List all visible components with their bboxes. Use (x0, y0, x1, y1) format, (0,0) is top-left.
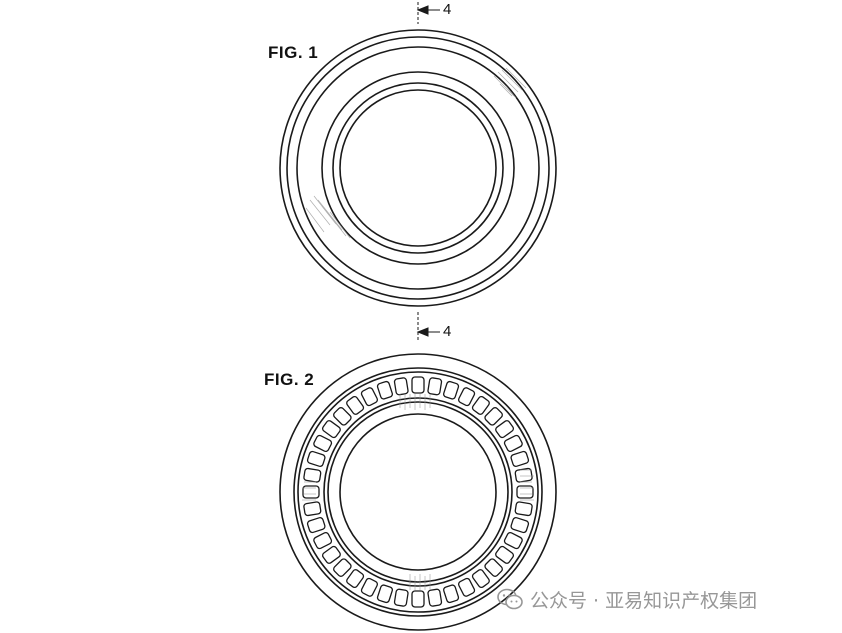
fig2-cage-outer-edge (297, 371, 539, 613)
fig1-shading (305, 67, 527, 239)
roller-element (321, 545, 341, 564)
roller-element (495, 420, 515, 439)
fig2-roller-set (302, 376, 534, 608)
watermark: 公众号 · 亚易知识产权集团 (496, 585, 757, 613)
fig1-inner-ring-outer-edge (332, 82, 504, 254)
fig1-seal-outer-edge (296, 46, 540, 290)
fig1-outer-ring-inner-edge (286, 36, 550, 300)
fig2-bore-edge (339, 413, 497, 571)
roller-element (514, 501, 533, 517)
roller-element (306, 517, 326, 534)
section-ref-top-label: 4 (443, 1, 452, 18)
roller-element (471, 395, 490, 415)
fig1-outer-ring-edge (279, 29, 557, 307)
fig2-outer-race-edge (293, 367, 543, 617)
section-ref-bottom-label: 4 (443, 323, 452, 340)
fig2-inner-race-edge (327, 401, 509, 583)
fig1-bore-edge (339, 89, 497, 247)
fig2-label: FIG. 2 (264, 370, 315, 389)
roller-element (484, 407, 503, 426)
roller-element (427, 377, 443, 396)
watermark-text: 公众号 · 亚易知识产权集团 (530, 589, 758, 612)
roller-element (306, 450, 326, 467)
roller-element (302, 485, 320, 499)
roller-element (443, 584, 460, 604)
section-line-4-4 (416, 2, 440, 342)
roller-element (346, 395, 365, 415)
fig1-seal-inner-edge (321, 71, 515, 265)
roller-element (393, 588, 409, 607)
roller-element (427, 588, 443, 607)
roller-element (313, 434, 333, 453)
roller-element (514, 467, 533, 483)
roller-element (471, 569, 490, 589)
fig1-bearing (279, 29, 557, 307)
roller-element (457, 577, 476, 597)
roller-element (503, 531, 523, 550)
roller-element (393, 377, 409, 396)
wechat-icon (497, 588, 523, 610)
roller-element (411, 376, 425, 394)
fig2-cage-inner-edge (323, 397, 513, 587)
roller-element (360, 577, 379, 597)
roller-element (360, 387, 379, 407)
roller-element (303, 501, 322, 517)
roller-element (510, 517, 530, 534)
roller-element (333, 558, 352, 577)
roller-element (495, 545, 515, 564)
roller-element (457, 387, 476, 407)
roller-element (333, 407, 352, 426)
roller-element (484, 558, 503, 577)
roller-element (411, 590, 425, 608)
roller-element (313, 531, 333, 550)
roller-element (303, 467, 322, 483)
roller-element (443, 380, 460, 400)
fig2-outer-ring-edge (279, 353, 557, 631)
roller-element (516, 485, 534, 499)
roller-element (376, 584, 393, 604)
roller-element (510, 450, 530, 467)
roller-element (376, 380, 393, 400)
roller-element (346, 569, 365, 589)
fig2-bearing (279, 353, 557, 631)
fig1-label: FIG. 1 (268, 43, 319, 62)
roller-element (503, 434, 523, 453)
roller-element (321, 420, 341, 439)
fig2-shading (302, 394, 534, 590)
